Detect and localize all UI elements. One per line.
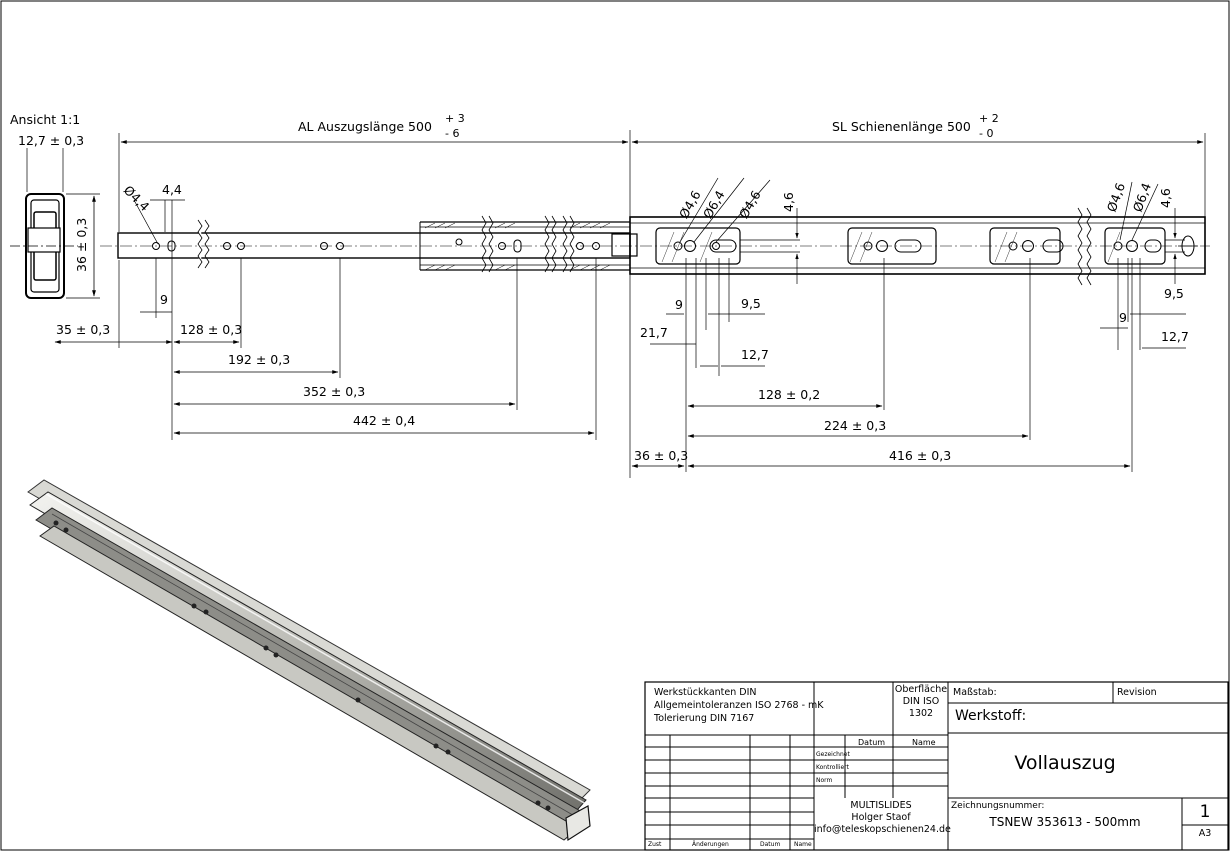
r-dim-9-b: 9	[1119, 310, 1127, 325]
end-view	[10, 148, 100, 299]
row-norm: Norm	[816, 777, 833, 784]
isometric-rail-view	[27, 479, 591, 842]
end-view-width-dim: 12,7 ± 0,3	[18, 133, 84, 148]
slot-width-dim: 4,4	[162, 182, 182, 197]
al-length-dim: AL Auszugslänge 500	[298, 119, 432, 134]
sl-tol-plus: + 2	[979, 112, 999, 125]
r-dim-224: 224 ± 0,3	[824, 418, 886, 433]
r-dim-128: 128 ± 0,2	[758, 387, 820, 402]
r-hole-dia-3: Ø4,6	[736, 188, 764, 221]
view-scale-label: Ansicht 1:1	[10, 112, 80, 127]
outer-rail	[629, 207, 1210, 286]
r-dim-416: 416 ± 0,3	[889, 448, 951, 463]
footer-name: Name	[794, 841, 812, 848]
part-name: Vollauszug	[1014, 752, 1116, 774]
general-notes: Werkstückkanten DIN Allgemeintoleranzen …	[654, 686, 824, 725]
dim-35: 35 ± 0,3	[56, 322, 110, 337]
row-drawn: Gezeichnet	[816, 751, 850, 758]
contact-person: Holger Staof	[851, 812, 911, 823]
r-dim-12-7-b: 12,7	[1161, 329, 1189, 344]
al-tol-minus: - 6	[445, 127, 459, 140]
row-checked: Kontrolliert	[816, 764, 849, 771]
name-column-header: Name	[912, 738, 936, 747]
r-dim-36: 36 ± 0,3	[634, 448, 688, 463]
footer-changes: Änderungen	[692, 841, 729, 848]
sheet-format: A3	[1198, 828, 1212, 839]
note-tolerancing: Tolerierung DIN 7167	[654, 713, 755, 724]
sl-tol-minus: - 0	[979, 127, 993, 140]
note-tolerances: Allgemeintoleranzen ISO 2768 - mK	[654, 700, 824, 711]
al-tol-plus: + 3	[445, 112, 465, 125]
material-label: Werkstoff:	[955, 708, 1027, 724]
dim-192: 192 ± 0,3	[228, 352, 290, 367]
contact-email: info@teleskopschienen24.de	[814, 824, 951, 835]
r-hole-dia-5: Ø6,4	[1130, 181, 1154, 214]
r-dim-9: 9	[675, 297, 683, 312]
title-block-grid	[644, 681, 1229, 851]
footer-date: Datum	[760, 841, 781, 848]
dim-128: 128 ± 0,3	[180, 322, 242, 337]
drawing-number: TSNEW 353613 - 500mm	[989, 815, 1141, 829]
dim-352: 352 ± 0,3	[303, 384, 365, 399]
sl-length-dim: SL Schienenlänge 500	[832, 119, 971, 134]
datum-column-header: Datum	[858, 738, 886, 747]
drawing-number-label: Zeichnungsnummer:	[951, 801, 1045, 811]
r-height-dim-1: 4,6	[781, 192, 796, 212]
r-dim-21-7: 21,7	[640, 325, 668, 340]
r-hole-dia-1: Ø4,6	[676, 188, 704, 221]
r-height-dim-2: 4,6	[1158, 188, 1173, 208]
note-edges: Werkstückkanten DIN	[654, 687, 757, 698]
dim-442: 442 ± 0,4	[353, 413, 415, 428]
company-name: MULTISLIDES	[850, 800, 912, 811]
hole-spacing-dim: 9	[160, 292, 168, 307]
sheet-number: 1	[1199, 802, 1211, 822]
revision-label: Revision	[1117, 687, 1157, 698]
r-dim-12-7: 12,7	[741, 347, 769, 362]
r-hole-dia-4: Ø4,6	[1104, 181, 1128, 214]
r-dim-9-5-b: 9,5	[1164, 286, 1184, 301]
surface-label: Oberfläche	[894, 684, 948, 695]
surface-number: 1302	[908, 708, 934, 719]
surface-standard: DIN ISO	[902, 696, 940, 707]
scale-label: Maßstab:	[953, 687, 997, 698]
company-info: MULTISLIDES Holger Staof info@teleskopsc…	[814, 800, 951, 836]
surface-spec: Oberfläche DIN ISO 1302	[894, 684, 948, 720]
r-dim-9-5: 9,5	[741, 296, 761, 311]
footer-status: Zust	[648, 841, 662, 848]
inner-rail	[100, 215, 640, 273]
hole-diameter-dim: Ø4,4	[121, 182, 153, 214]
end-view-height-dim: 36 ± 0,3	[74, 218, 89, 272]
